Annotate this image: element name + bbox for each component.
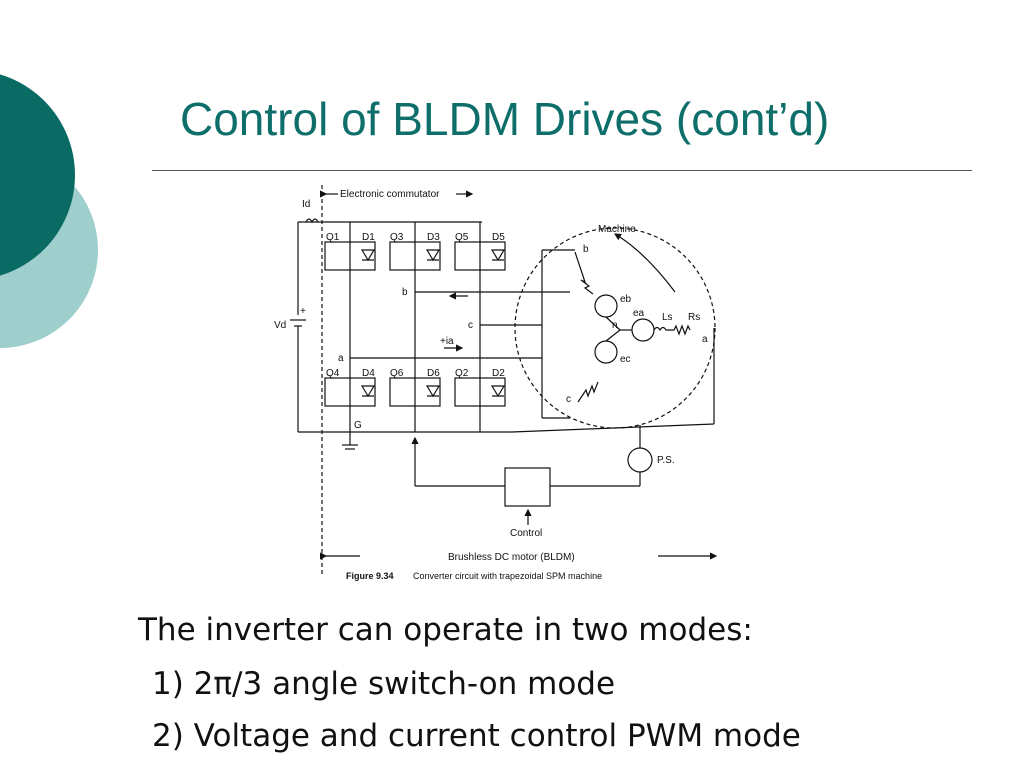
label-d1: D1	[362, 232, 375, 243]
switch-q5-d5	[454, 241, 506, 271]
label-id: Id	[302, 199, 310, 210]
neutral-label: n	[612, 320, 618, 331]
switch-q1-d1	[324, 241, 376, 271]
dark-circle	[0, 74, 75, 276]
label-vd: Vd	[274, 320, 286, 331]
figure-caption: Converter circuit with trapezoidal SPM m…	[413, 571, 602, 581]
emf-eb	[594, 294, 618, 318]
switch-q4-d4	[324, 377, 376, 407]
machine-c-label: c	[566, 394, 571, 405]
node-a-label: a	[338, 353, 344, 364]
emf-ec	[594, 340, 618, 364]
winding-c	[577, 381, 599, 403]
position-sensor	[627, 447, 653, 473]
title-divider	[152, 170, 972, 171]
control-label: Control	[510, 528, 542, 539]
switch-q3-d3	[389, 241, 441, 271]
circuit-figure: Id Electronic commutator Vd + Q1 D1 Q3 D…	[274, 185, 718, 581]
ground-label: G	[354, 420, 362, 431]
switch-q6-d6	[389, 377, 441, 407]
bldm-label: Brushless DC motor (BLDM)	[448, 552, 575, 563]
figure-number: Figure 9.34	[346, 571, 394, 581]
winding-b	[574, 251, 594, 295]
switch-q2-d2	[454, 377, 506, 407]
control-block	[504, 467, 551, 507]
ea-label: ea	[633, 308, 645, 319]
mode-item-2: 2) Voltage and current control PWM mode	[152, 718, 801, 754]
emf-ea	[631, 318, 655, 342]
node-c-label: c	[468, 320, 473, 331]
mode-item-1: 1) 2π/3 angle switch-on mode	[152, 666, 616, 702]
label-q4: Q4	[326, 368, 340, 379]
machine-label: Machine	[598, 224, 636, 235]
current-ia-label: +ia	[440, 336, 454, 347]
slide-title: Control of BLDM Drives (cont’d)	[180, 93, 830, 145]
ls-label: Ls	[662, 312, 673, 323]
label-d4: D4	[362, 368, 375, 379]
label-q5: Q5	[455, 232, 469, 243]
rs-label: Rs	[688, 312, 700, 323]
intro-text: The inverter can operate in two modes:	[138, 612, 753, 648]
label-q6: Q6	[390, 368, 404, 379]
ps-label: P.S.	[657, 455, 675, 466]
label-d2: D2	[492, 368, 505, 379]
machine-a-label: a	[702, 334, 708, 345]
label-plus: +	[300, 306, 306, 317]
label-q3: Q3	[390, 232, 404, 243]
machine-b-label: b	[583, 244, 589, 255]
label-commutator: Electronic commutator	[340, 189, 440, 200]
label-q1: Q1	[326, 232, 340, 243]
label-d3: D3	[427, 232, 440, 243]
label-d6: D6	[427, 368, 440, 379]
eb-label: eb	[620, 294, 632, 305]
node-b-label: b	[402, 287, 408, 298]
label-d5: D5	[492, 232, 505, 243]
decorative-circles	[0, 74, 98, 348]
ec-label: ec	[620, 354, 631, 365]
label-q2: Q2	[455, 368, 469, 379]
